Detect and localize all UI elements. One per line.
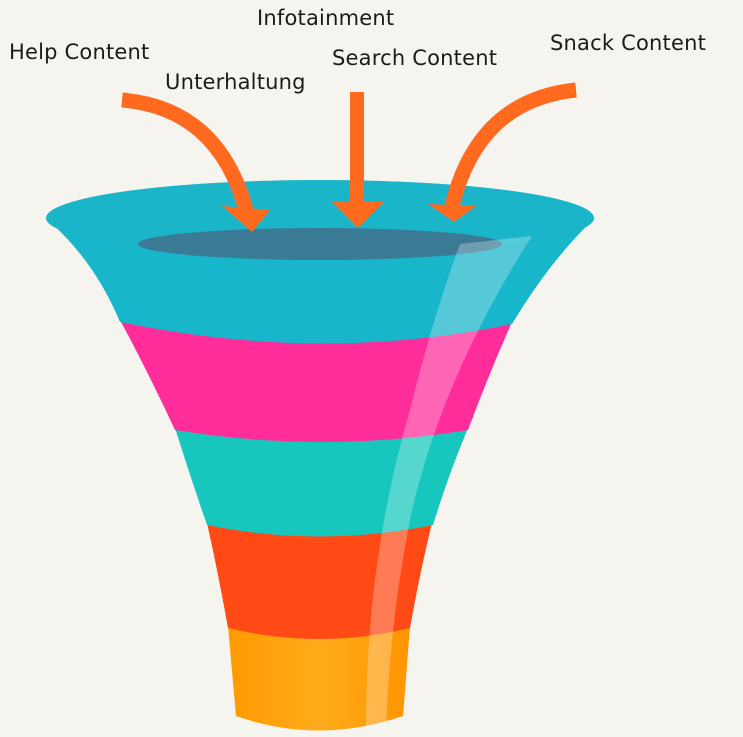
label-infotainment: Infotainment [257, 6, 395, 30]
label-snack-content: Snack Content [550, 31, 707, 55]
funnel-band-2 [120, 320, 512, 442]
label-help-content: Help Content [9, 40, 150, 64]
funnel-band-4 [207, 523, 432, 639]
funnel-band-5 [228, 626, 410, 731]
label-search-content: Search Content [332, 46, 498, 70]
arrow-left [121, 92, 270, 232]
label-unterhaltung: Unterhaltung [165, 70, 306, 94]
funnel-highlight [366, 236, 532, 730]
arrow-right [428, 82, 577, 222]
arrow-center [332, 92, 384, 228]
funnel-opening [138, 228, 502, 260]
funnel-band-3 [175, 428, 468, 537]
